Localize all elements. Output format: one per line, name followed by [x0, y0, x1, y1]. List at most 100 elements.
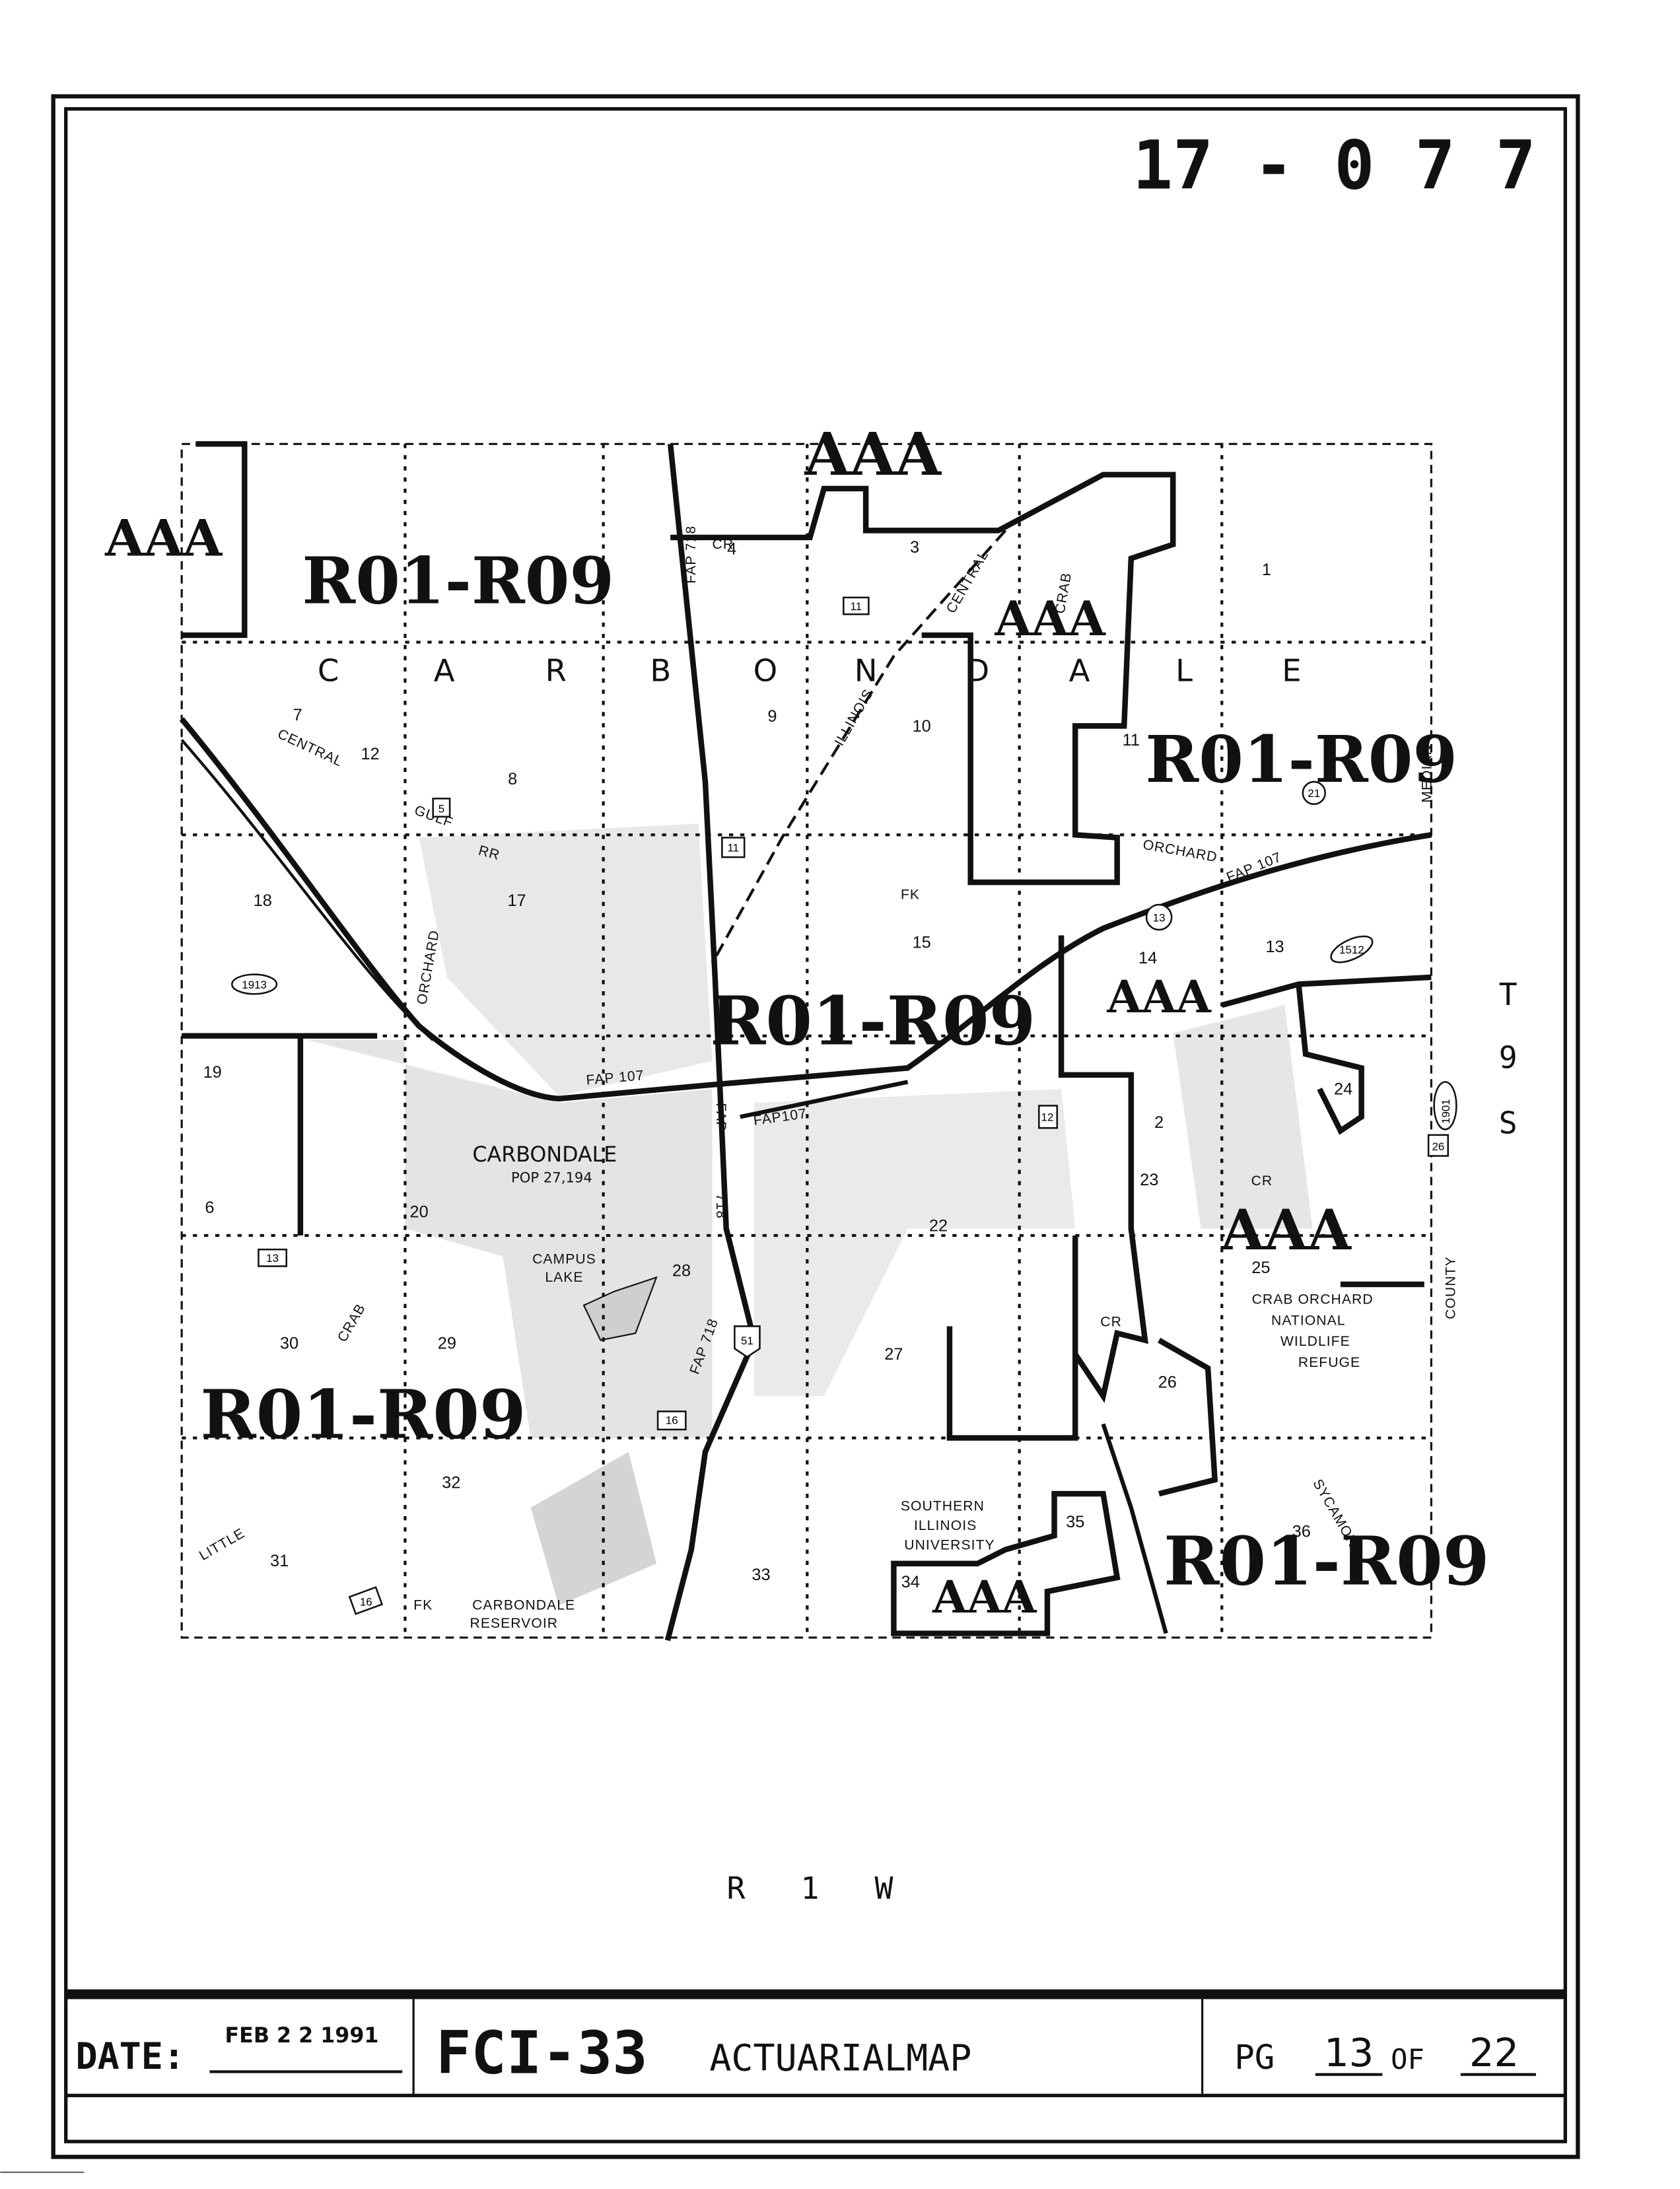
- road-fap-107: [179, 717, 1432, 1102]
- city-letter: E: [1282, 653, 1301, 689]
- section-number: 15: [913, 934, 931, 952]
- section-number: 32: [442, 1474, 460, 1492]
- feature-label: CR: [1251, 1173, 1273, 1189]
- route-number: 13: [266, 1252, 279, 1265]
- section-number: 31: [270, 1552, 289, 1570]
- map-number: 17 - 0 7 7: [1133, 126, 1536, 204]
- zone-label-aaa: AAA: [932, 1570, 1037, 1623]
- city-letter: B: [650, 653, 671, 689]
- urban-shading: [1173, 1005, 1313, 1229]
- city-letter: L: [1175, 653, 1193, 689]
- railroad-illinois-central: [711, 529, 1007, 964]
- route-number: 11: [727, 842, 739, 854]
- zone-label-r01-r09: R01-R09: [710, 981, 1035, 1060]
- section-number: 33: [752, 1566, 770, 1584]
- road-label: 718: [713, 1194, 728, 1219]
- city-letter: D: [965, 653, 989, 689]
- refuge-label: NATIONAL: [1271, 1313, 1346, 1328]
- zone-label-r01-r09: R01-R09: [1164, 1522, 1489, 1601]
- county-label: COUNTY: [1443, 1256, 1458, 1319]
- page-current: 13: [1324, 2030, 1374, 2075]
- route-shield: 16: [348, 1586, 384, 1615]
- outer-border: [51, 94, 1580, 2159]
- route-number: 1913: [242, 979, 267, 991]
- route-number: 26: [1432, 1140, 1445, 1153]
- route-shield: 11: [843, 596, 870, 615]
- township-letter: T: [1499, 977, 1518, 1012]
- section-number: 12: [361, 745, 379, 763]
- university-label: SOUTHERN: [901, 1499, 985, 1514]
- railroad-central: [180, 739, 435, 1041]
- section-number: 20: [409, 1203, 428, 1222]
- route-shields: 11 11 13 5 13 16 16 51 12 26 1901 1913 1…: [231, 596, 1457, 1615]
- date-label: DATE:: [75, 2035, 184, 2077]
- route-shield: 26: [1427, 1134, 1449, 1157]
- range-label: R 1 W: [727, 1870, 893, 1906]
- township-letter: 9: [1499, 1039, 1518, 1075]
- campus-lake-label: CAMPUS: [532, 1251, 596, 1267]
- section-number: 4: [727, 539, 736, 558]
- feature-label: FK: [413, 1598, 433, 1613]
- section-number: 25: [1251, 1259, 1270, 1277]
- section-number: 6: [205, 1199, 214, 1217]
- map-area: AAA AAA R01-R09 AAA R01-R09 R01-R09 AAA …: [104, 420, 1489, 1642]
- route-number: 11: [851, 600, 862, 613]
- zone-label-aaa: AAA: [1106, 970, 1212, 1023]
- university-label: UNIVERSITY: [904, 1538, 995, 1553]
- section-number: 13: [1265, 938, 1284, 956]
- road-southeast: [1101, 1423, 1168, 1634]
- route-shield: 13: [1145, 903, 1173, 931]
- route-number: 16: [666, 1414, 678, 1426]
- section-number: 1: [1262, 561, 1271, 579]
- zone-label-aaa: AAA: [1220, 1197, 1352, 1263]
- section-number: 9: [767, 707, 777, 726]
- section-number: 18: [254, 891, 272, 910]
- zone-label-r01-r09: R01-R09: [1145, 722, 1457, 797]
- section-number: 36: [1292, 1523, 1311, 1541]
- date-value: FEB 2 2 1991: [225, 2024, 379, 2048]
- section-number: 3: [910, 538, 919, 557]
- reservoir-label: RESERVOIR: [470, 1616, 559, 1631]
- route-shield: 21: [1302, 781, 1326, 806]
- township-letter: S: [1499, 1105, 1518, 1141]
- campus-lake-water: [582, 1276, 658, 1341]
- population-label: POP 27,194: [511, 1169, 592, 1186]
- section-number: 22: [929, 1217, 948, 1235]
- section-number: 17: [507, 891, 526, 910]
- section-number: 11: [1123, 731, 1140, 749]
- section-number: 10: [913, 717, 931, 736]
- section-number: 27: [884, 1345, 903, 1364]
- section-number: 14: [1138, 949, 1157, 967]
- refuge-label: REFUGE: [1298, 1355, 1360, 1370]
- route-number: 21: [1308, 787, 1320, 800]
- city-name-spaced: C A R B O N D A L E: [318, 653, 1302, 689]
- road-fap-718: [664, 443, 757, 1642]
- route-number: 1901: [1440, 1099, 1452, 1124]
- section-numbers: 1 3 4 7 8 9 10 11 12 13 14 15 17 18 19 2…: [203, 538, 1353, 1591]
- route-shield: 13: [258, 1248, 288, 1267]
- road-label: FAP 718: [683, 526, 699, 584]
- urban-shading: [419, 823, 713, 1096]
- road-fap-107-spur: [740, 1080, 909, 1119]
- section-number: 8: [508, 770, 517, 788]
- route-number: 13: [1153, 911, 1166, 924]
- route-shield: 5: [432, 798, 451, 818]
- reservoir-water: [530, 1451, 656, 1606]
- zone-label-aaa: AAA: [804, 420, 942, 489]
- zone-boundaries: [182, 441, 1432, 1636]
- form-title: ACTUARIALMAP: [709, 2036, 971, 2079]
- route-shield: 1913: [231, 973, 278, 995]
- city-letter: C: [318, 653, 339, 689]
- route-shield: 1512: [1330, 935, 1374, 963]
- form-code: FCI-33: [436, 2019, 648, 2087]
- page-total: 22: [1469, 2030, 1519, 2075]
- reservoir-label: CARBONDALE: [472, 1598, 575, 1613]
- zone-label-aaa: AAA: [104, 508, 223, 567]
- township-label: T 9 S: [1499, 977, 1518, 1141]
- route-shield: 11: [721, 837, 746, 858]
- route-number: 51: [741, 1335, 753, 1347]
- zone-label-r01-r09: R01-R09: [200, 1375, 526, 1454]
- university-label: ILLINOIS: [914, 1518, 977, 1533]
- refuge-label: CRAB ORCHARD: [1252, 1292, 1374, 1307]
